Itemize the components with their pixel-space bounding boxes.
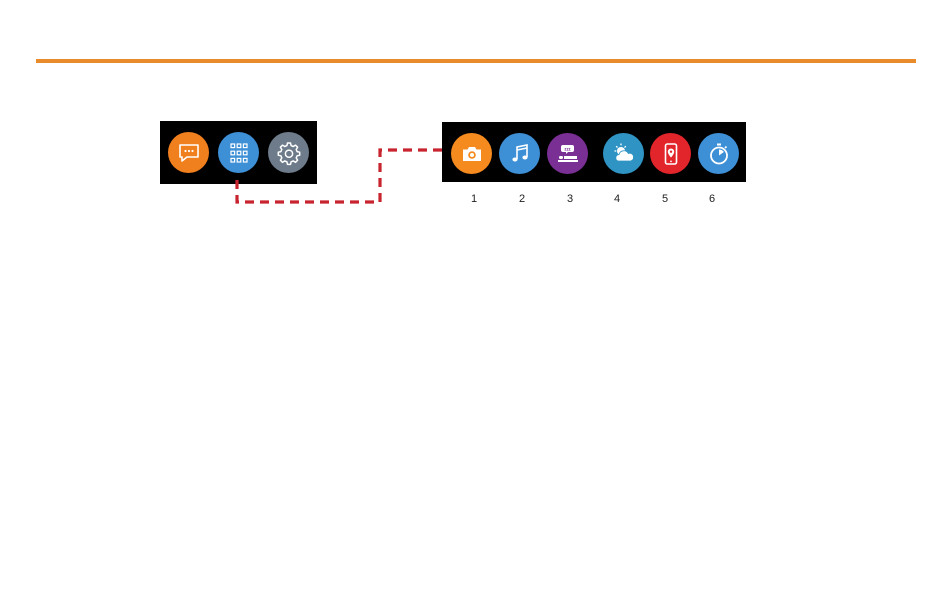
app-number-4: 4 bbox=[607, 192, 627, 206]
find-phone-app-button[interactable] bbox=[650, 133, 691, 174]
apps-grid-icon bbox=[226, 140, 252, 166]
app-number-3: 3 bbox=[560, 192, 580, 206]
sleep-app-button[interactable]: zzz bbox=[547, 133, 588, 174]
music-note-icon bbox=[507, 141, 533, 167]
weather-app-button[interactable] bbox=[603, 133, 644, 174]
gear-icon bbox=[276, 140, 302, 166]
settings-button[interactable] bbox=[268, 132, 309, 173]
apps-button[interactable] bbox=[218, 132, 259, 173]
app-number-1: 1 bbox=[464, 192, 484, 206]
sleep-icon: zzz bbox=[555, 141, 581, 167]
stopwatch-icon bbox=[706, 141, 732, 167]
camera-app-button[interactable] bbox=[451, 133, 492, 174]
timer-app-button[interactable] bbox=[698, 133, 739, 174]
messages-button[interactable] bbox=[168, 132, 209, 173]
app-number-2: 2 bbox=[512, 192, 532, 206]
find-phone-icon bbox=[658, 141, 684, 167]
camera-icon bbox=[459, 141, 485, 167]
app-number-6: 6 bbox=[702, 192, 722, 206]
music-app-button[interactable] bbox=[499, 133, 540, 174]
svg-text:zzz: zzz bbox=[564, 146, 570, 151]
app-number-5: 5 bbox=[655, 192, 675, 206]
chat-bubble-icon bbox=[176, 140, 202, 166]
orange-divider bbox=[36, 59, 916, 63]
weather-icon bbox=[611, 141, 637, 167]
